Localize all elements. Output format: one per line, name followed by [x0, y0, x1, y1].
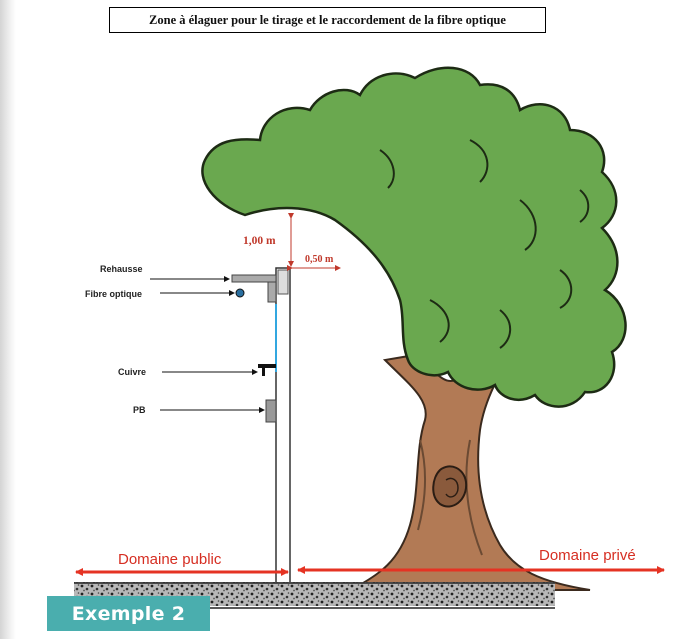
rehausse-bracket [231, 274, 277, 283]
copper-attachment [258, 364, 276, 368]
page-edge-shadow [0, 0, 16, 639]
utility-pole [275, 267, 291, 587]
tree-trunk [349, 328, 591, 591]
pb-box [265, 399, 277, 423]
domain-public-label: Domaine public [118, 551, 222, 568]
fibre-attachment-point [235, 288, 245, 298]
label-fibre-optique: Fibre optique [85, 289, 142, 299]
dimension-horizontal-label: 0,50 m [305, 254, 334, 265]
tree-foliage [201, 66, 627, 408]
label-cuivre: Cuivre [118, 367, 146, 377]
pole-top-cap [277, 269, 289, 295]
example-badge: Exemple 2 [47, 596, 210, 631]
domain-prive-label: Domaine privé [539, 547, 636, 564]
label-pb: PB [133, 405, 146, 415]
label-rehausse: Rehausse [100, 264, 143, 274]
diagram-title: Zone à élaguer pour le tirage et le racc… [109, 7, 546, 33]
dimension-vertical-label: 1,00 m [243, 235, 276, 247]
